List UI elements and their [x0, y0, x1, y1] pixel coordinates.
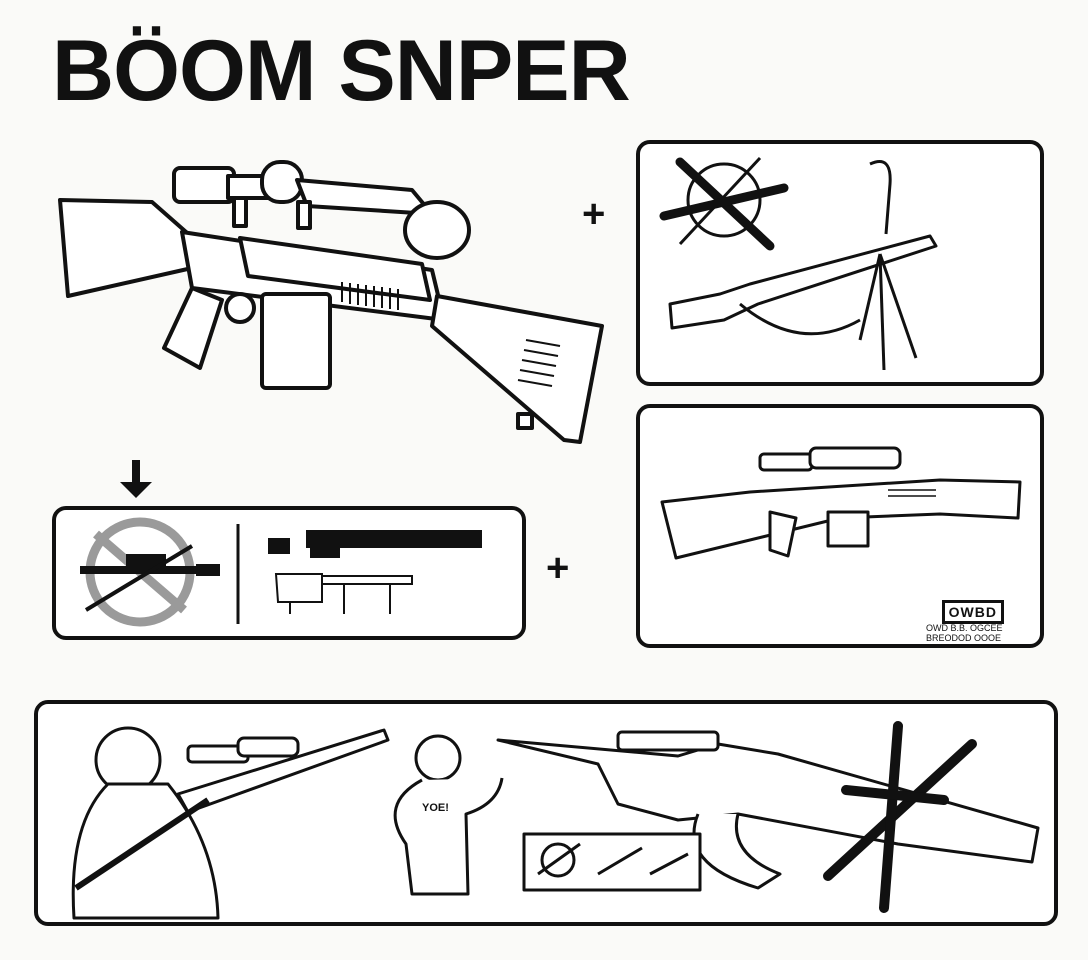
page-title: BÖOM SNPER [52, 23, 631, 119]
cross-out-icon [823, 721, 977, 913]
brand-fineprint: OWD B.B. OGCEE BREODOD OOOE [926, 623, 1003, 644]
panel-scoped-rifle: OWBD OWD B.B. OGCEE BREODOD OOOE [636, 404, 1044, 648]
panel-parts [52, 506, 526, 640]
panel-usage-figures: YOE! [34, 700, 1058, 926]
panel-bipod-rifle [636, 140, 1044, 386]
plus-icon: + [582, 192, 606, 236]
down-arrow-icon [118, 460, 154, 500]
brand-logo: OWBD [941, 600, 1004, 624]
cross-out-icon [84, 544, 194, 612]
plus-icon: + [546, 546, 570, 590]
cross-out-icon [659, 157, 789, 251]
vest-label: YOE! [422, 802, 449, 814]
main-rifle-illustration [52, 150, 612, 450]
